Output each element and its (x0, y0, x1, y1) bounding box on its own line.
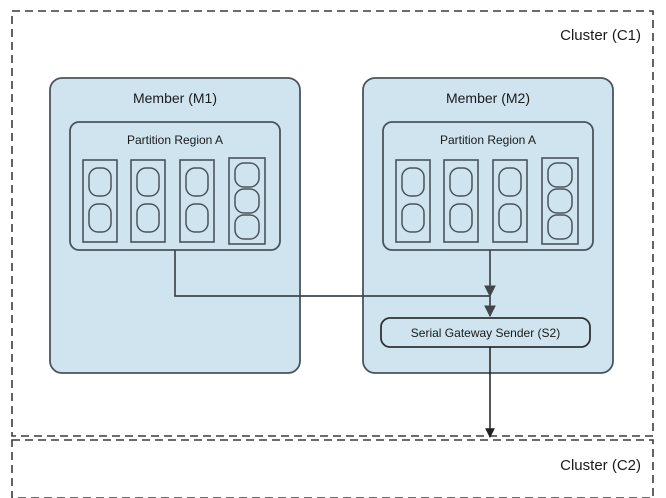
cluster-c2-border (11, 439, 654, 498)
bucket-entry (185, 167, 209, 197)
member-m1-region-label: Partition Region A (127, 133, 223, 147)
bucket-entry (88, 203, 112, 233)
bucket-entry (185, 203, 209, 233)
member-m2-region-label: Partition Region A (440, 133, 536, 147)
member-m2-label: Member (M2) (446, 90, 530, 106)
bucket-entry (449, 203, 473, 233)
bucket-entry (547, 188, 573, 214)
bucket-entry (547, 214, 573, 240)
bucket-entry (547, 162, 573, 188)
member-m1-bucket-2[interactable] (130, 159, 166, 243)
member-m1[interactable]: Member (M1) Partition Region A (49, 77, 301, 374)
serial-gateway-sender-box[interactable] (380, 317, 591, 348)
member-m1-bucket-4[interactable] (228, 157, 266, 245)
cluster-c2-label: Cluster (C2) (560, 457, 641, 474)
member-m2-bucket-2[interactable] (443, 159, 479, 243)
member-m1-bucket-3[interactable] (179, 159, 215, 243)
bucket-entry (449, 167, 473, 197)
serial-gateway-sender-label: Serial Gateway Sender (S2) (411, 326, 560, 340)
member-m2-bucket-1[interactable] (395, 159, 431, 243)
cluster-c1: Cluster (C1) (11, 10, 654, 437)
bucket-entry (401, 203, 425, 233)
cluster-c1-label: Cluster (C1) (560, 27, 641, 44)
bucket-entry (234, 162, 260, 188)
member-m2-bucket-4[interactable] (541, 157, 579, 245)
connector-m1-region-to-sender (174, 250, 496, 318)
serial-gateway-sender-s2[interactable]: Serial Gateway Sender (S2) (380, 317, 591, 348)
bucket-entry (88, 167, 112, 197)
member-m2-region-box[interactable] (382, 121, 594, 251)
bucket-entry (136, 203, 160, 233)
bucket-entry (234, 188, 260, 214)
member-m2[interactable]: Member (M2) Partition Region A (362, 77, 614, 374)
member-m1-partition-region[interactable]: Partition Region A (69, 121, 281, 251)
bucket-entry (498, 203, 522, 233)
bucket-entry (401, 167, 425, 197)
bucket-entry (234, 214, 260, 240)
member-m2-bucket-3[interactable] (492, 159, 528, 243)
member-m2-partition-region[interactable]: Partition Region A (382, 121, 594, 251)
member-m1-label: Member (M1) (133, 90, 217, 106)
connector-line (174, 250, 496, 318)
cluster-c2: Cluster (C2) (11, 439, 654, 498)
bucket-entry (136, 167, 160, 197)
bucket-entry (498, 167, 522, 197)
member-m1-bucket-1[interactable] (82, 159, 118, 243)
